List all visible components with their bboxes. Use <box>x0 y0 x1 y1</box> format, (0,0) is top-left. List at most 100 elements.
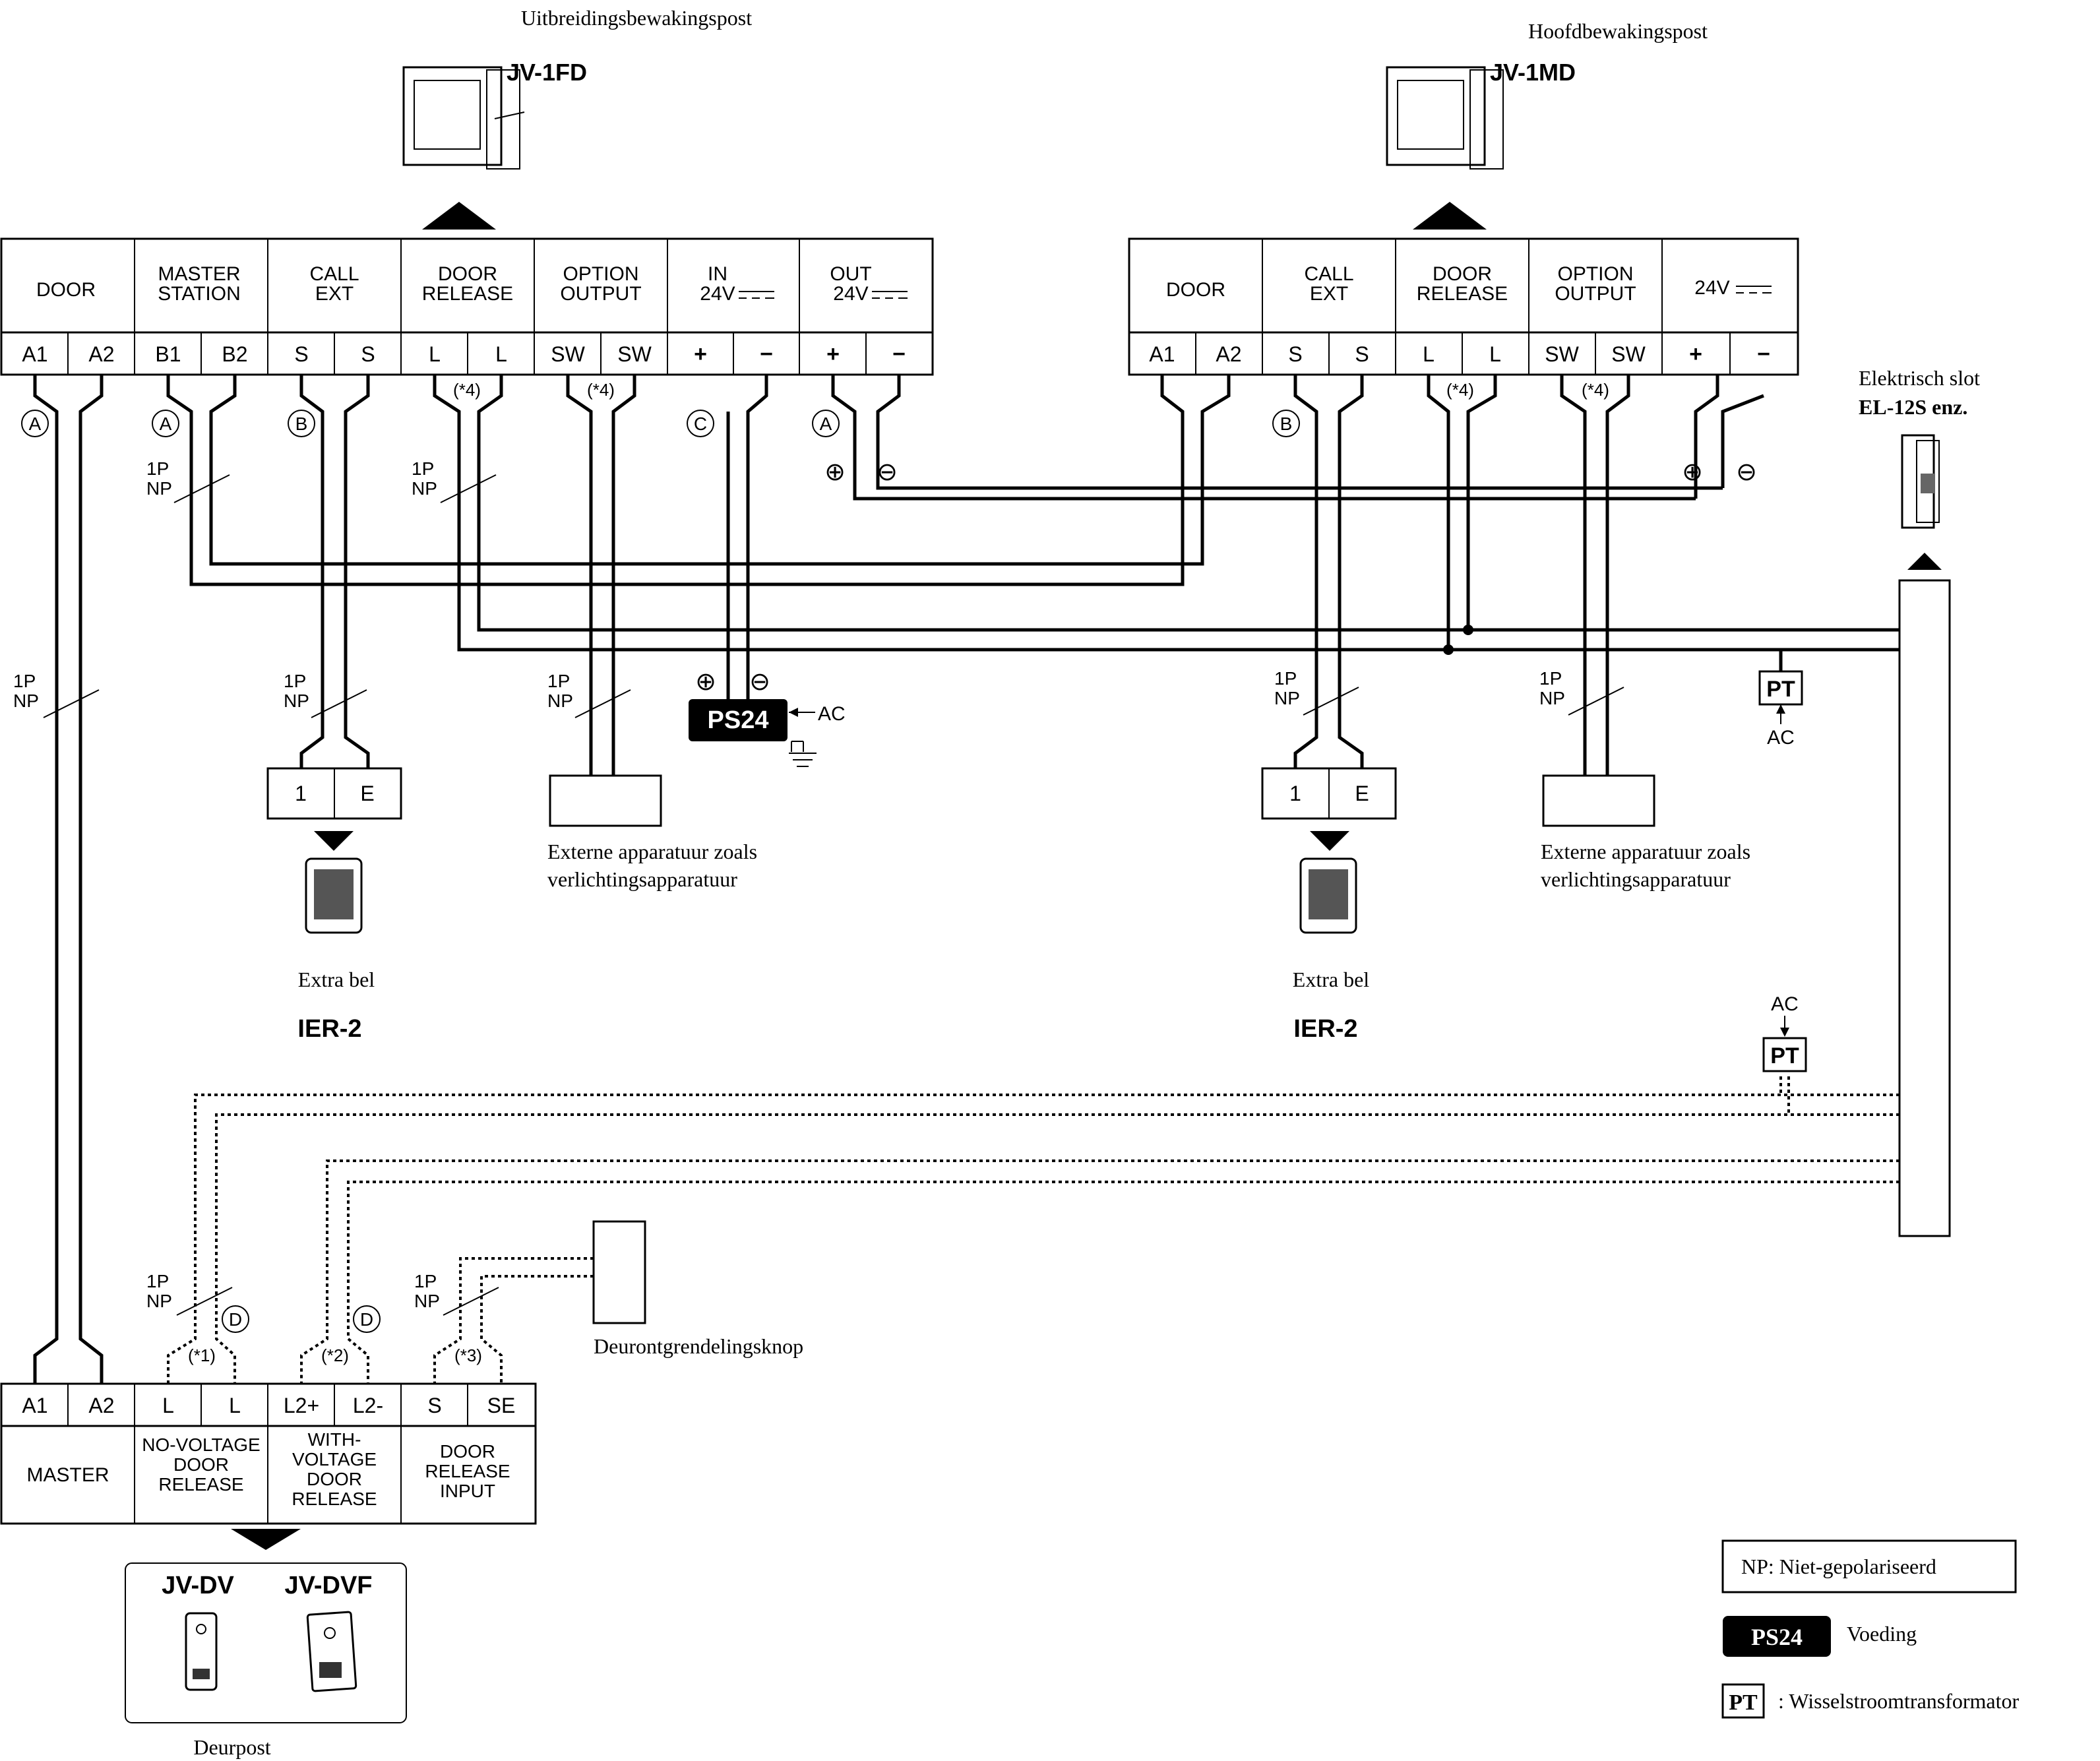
cable-1-line2: NP <box>146 478 172 499</box>
ext-pin-s1: S <box>294 342 308 366</box>
ext-header-door-release-1: DOOR <box>438 263 497 285</box>
lock-arrow-up-icon <box>1907 553 1942 570</box>
door-header-no-voltage-2: DOOR <box>173 1454 229 1475</box>
main-terminal-block <box>1128 237 1799 376</box>
cable-6-line2: NP <box>1274 688 1300 708</box>
door-header-with-voltage-3: DOOR <box>307 1469 362 1489</box>
ext-pin-sw1: SW <box>551 342 585 366</box>
cable-2-line2: NP <box>412 478 437 499</box>
main-dc-symbol-icon <box>1736 286 1772 294</box>
pt-lower-block: PT <box>1762 1016 1807 1072</box>
main-monitor-model: JV-1MD <box>1490 59 1576 86</box>
ps24-block: PS24 <box>689 699 817 767</box>
ext-pin-row: A1 A2 B1 B2 S S L L SW SW + − + − <box>22 342 906 367</box>
legend-ps24-desc: Voeding <box>1847 1622 1917 1646</box>
junction-dot-2 <box>1463 625 1473 635</box>
main-arrow-up-icon <box>1413 202 1487 230</box>
polarity-plus-2: ⊕ <box>1682 458 1703 486</box>
electric-lock-device <box>1901 434 1940 529</box>
door-station-label: Deurpost <box>193 1735 270 1759</box>
polarity-minus-2: ⊖ <box>1736 458 1757 486</box>
ext-pin-out-minus: − <box>892 342 906 367</box>
ext-monitor-model: JV-1FD <box>507 59 587 86</box>
pt-upper-block: PT <box>1758 670 1803 724</box>
jv-dv-device <box>185 1612 218 1691</box>
ext-external-line1: Externe apparatuur zoals <box>547 840 757 863</box>
ext-pin-b1: B1 <box>155 342 181 366</box>
ps24-text: PS24 <box>708 706 769 734</box>
marker-b-2: B <box>1280 414 1293 434</box>
release-button-label: Deurontgrendelingsknop <box>594 1334 803 1358</box>
release-button-box <box>592 1220 646 1324</box>
ext-header-call-ext-1: CALL <box>309 263 359 285</box>
door-arrow-down-icon <box>231 1529 301 1550</box>
cable-3-line1: 1P <box>13 671 36 691</box>
door-pin-l2minus: L2- <box>353 1394 383 1417</box>
door-pin-l1: L <box>162 1394 174 1417</box>
cable-2-line1: 1P <box>412 458 434 479</box>
ext-out-dc-symbol-icon <box>872 291 908 299</box>
cable-1-line1: 1P <box>146 458 169 479</box>
ext-terminal-block <box>0 237 934 376</box>
ext-pin-s2: S <box>361 342 375 366</box>
ext-pin-b2: B2 <box>222 342 247 366</box>
door-header-with-voltage-2: VOLTAGE <box>292 1449 377 1469</box>
lock-model: EL-12S enz. <box>1859 395 1967 419</box>
ps24-ac: AC <box>818 703 846 725</box>
door-model-jv-dvf: JV-DVF <box>284 1572 372 1599</box>
marker-d-1: D <box>229 1309 242 1330</box>
ext-monitor-device <box>402 66 525 170</box>
main-pin-plus: + <box>1689 342 1702 367</box>
door-station-panel <box>125 1562 407 1723</box>
main-external-equipment-box <box>1542 774 1655 827</box>
ext-header-master-station-1: MASTER <box>158 263 240 285</box>
cable-8-line1: 1P <box>146 1271 169 1291</box>
ier-ext-label: Extra bel <box>298 968 375 991</box>
cable-6-line1: 1P <box>1274 668 1297 689</box>
main-header-door: DOOR <box>1166 279 1225 301</box>
marker-a-3: A <box>820 414 832 434</box>
ext-monitor-label: Uitbreidingsbewakingspost <box>521 6 752 30</box>
door-header-with-voltage-1: WITH- <box>308 1429 361 1450</box>
main-external-line2: verlichtingsapparatuur <box>1541 867 1731 891</box>
ext-pin-in-minus: − <box>760 342 773 367</box>
legend-pt-desc: : Wisselstroomtransformator <box>1778 1689 2020 1713</box>
ext-header-door-release-2: RELEASE <box>422 283 513 305</box>
main-pin-minus: − <box>1757 342 1770 367</box>
main-pin-sw1: SW <box>1545 342 1579 366</box>
door-pin-l2plus: L2+ <box>284 1394 319 1417</box>
ext-in-dc-symbol-icon <box>739 291 774 299</box>
ext-arrow-up-icon <box>422 202 496 230</box>
ext-pin-l1: L <box>429 342 441 366</box>
door-model-jv-dv: JV-DV <box>162 1572 234 1599</box>
note4-main-release: (*4) <box>1446 380 1474 400</box>
legend-np-box <box>1721 1539 2017 1593</box>
ier-main-label: Extra bel <box>1293 968 1370 991</box>
main-pin-s1: S <box>1288 342 1302 366</box>
marker-d-2: D <box>360 1309 373 1330</box>
main-header-option-output-2: OUTPUT <box>1555 283 1636 305</box>
legend-np: NP: Niet-gepolariseerd <box>1741 1555 1936 1578</box>
lock-label: Elektrisch slot <box>1859 366 1980 390</box>
main-monitor-device <box>1386 66 1504 170</box>
ext-pin-in-plus: + <box>694 342 707 367</box>
pt-lower-ac: AC <box>1771 993 1799 1015</box>
ext-header-out-24v-2: 24V <box>833 283 868 305</box>
main-pin-row: A1 A2 S S L L SW SW + − <box>1149 342 1770 367</box>
cable-5-line2: NP <box>547 691 573 711</box>
ier-ext-pin-1: 1 <box>295 782 307 805</box>
main-header-door-release-1: DOOR <box>1433 263 1492 285</box>
ext-header-in-24v-1: IN <box>708 263 727 285</box>
cable-4-line1: 1P <box>284 671 306 691</box>
cable-4-line2: NP <box>284 691 309 711</box>
marker-c: C <box>694 414 707 434</box>
cable-5-line1: 1P <box>547 671 570 691</box>
solid-wires <box>33 375 1899 1384</box>
ext-header-call-ext-2: EXT <box>315 283 354 305</box>
main-header-call-ext-2: EXT <box>1310 283 1348 305</box>
marker-a-1: A <box>29 414 42 434</box>
cable-7-line2: NP <box>1539 688 1565 708</box>
note4-main-option: (*4) <box>1582 380 1609 400</box>
ext-header-out-24v-1: OUT <box>830 263 871 285</box>
main-header-option-output-1: OPTION <box>1557 263 1633 285</box>
